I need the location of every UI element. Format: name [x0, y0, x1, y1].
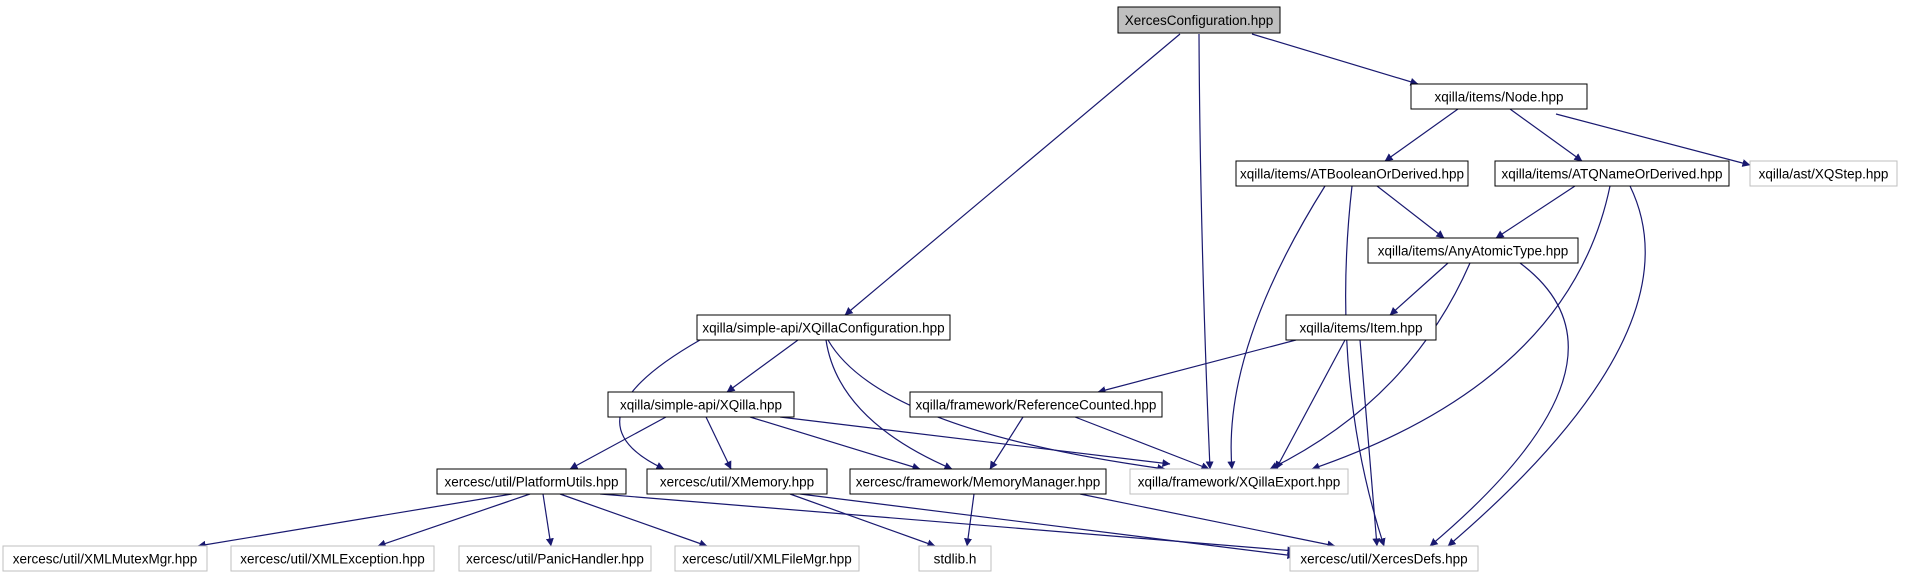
node-box-xqilla	[607, 391, 795, 418]
node-platformutils[interactable]: xercesc/util/PlatformUtils.hpp	[436, 468, 627, 495]
node-atqname[interactable]: xqilla/items/ATQNameOrDerived.hpp	[1494, 160, 1730, 187]
edge-platformutils-to-filemgr	[559, 493, 708, 548]
node-item[interactable]: xqilla/items/Item.hpp	[1285, 314, 1437, 341]
node-box-filemgr	[674, 545, 860, 572]
node-xmemory[interactable]: xercesc/util/XMemory.hpp	[646, 468, 828, 495]
node-xqconfig[interactable]: xqilla/simple-api/XQillaConfiguration.hp…	[696, 314, 951, 341]
edge-atqname-to-xercesdefs	[1447, 185, 1646, 547]
node-box-memmgr	[849, 468, 1107, 495]
node-box-xmemory	[646, 468, 828, 495]
node-xqexport: xqilla/framework/XQillaExport.hpp	[1129, 468, 1349, 495]
edge-xmemory-to-xercesdefs	[799, 493, 1296, 560]
edge-atbool-to-xqexport	[1227, 185, 1326, 470]
node-refcounted[interactable]: xqilla/framework/ReferenceCounted.hpp	[909, 391, 1163, 418]
node-box-xercesconfig	[1117, 6, 1281, 34]
edge-xqconfig-to-xqilla	[726, 339, 799, 393]
node-box-atbool	[1235, 160, 1469, 187]
node-box-xqexport	[1129, 468, 1349, 495]
edge-anyatomic-to-xqexport	[1269, 262, 1471, 470]
node-label-atqname: xqilla/items/ATQNameOrDerived.hpp	[1501, 167, 1722, 182]
edge-xercesconfig-to-xqexport	[1198, 33, 1214, 470]
edge-anyatomic-to-item	[1389, 262, 1449, 316]
node-box-xmlexception	[230, 545, 435, 572]
node-box-anyatomic	[1367, 237, 1579, 264]
node-label-mutexmgr: xercesc/util/XMLMutexMgr.hpp	[13, 552, 198, 567]
edge-atqname-to-xqexport	[1311, 185, 1611, 471]
edge-item-to-refcounted	[1097, 339, 1297, 394]
node-label-xqstep: xqilla/ast/XQStep.hpp	[1759, 167, 1889, 182]
node-label-xmlexception: xercesc/util/XMLException.hpp	[240, 552, 425, 567]
edge-refcounted-to-memmgr	[989, 416, 1024, 470]
node-xqilla[interactable]: xqilla/simple-api/XQilla.hpp	[607, 391, 795, 418]
edge-atbool-to-anyatomic	[1376, 185, 1445, 239]
node-label-item: xqilla/items/Item.hpp	[1299, 321, 1422, 336]
node-panichandler: xercesc/util/PanicHandler.hpp	[458, 545, 652, 572]
edge-memmgr-to-stdlib	[964, 493, 975, 547]
edge-node-to-atqname	[1509, 108, 1583, 162]
node-box-stdlib	[918, 545, 992, 572]
node-label-xercesdefs: xercesc/util/XercesDefs.hpp	[1300, 552, 1467, 567]
edge-xqilla-to-platformutils	[569, 416, 667, 470]
node-label-stdlib: stdlib.h	[934, 552, 977, 567]
edge-anyatomic-to-xercesdefs	[1429, 262, 1569, 547]
edge-platformutils-to-mutexmgr	[197, 493, 513, 549]
node-label-platformutils: xercesc/util/PlatformUtils.hpp	[444, 475, 618, 490]
node-filemgr: xercesc/util/XMLFileMgr.hpp	[674, 545, 860, 572]
node-xqstep: xqilla/ast/XQStep.hpp	[1749, 160, 1898, 187]
node-label-xmemory: xercesc/util/XMemory.hpp	[660, 475, 814, 490]
edge-xqconfig-to-memmgr	[825, 339, 953, 470]
edge-xmemory-to-stdlib	[789, 493, 936, 548]
node-label-anyatomic: xqilla/items/AnyAtomicType.hpp	[1378, 244, 1569, 259]
edge-refcounted-to-xqexport	[1074, 416, 1210, 470]
node-xercesdefs: xercesc/util/XercesDefs.hpp	[1289, 545, 1479, 572]
node-label-filemgr: xercesc/util/XMLFileMgr.hpp	[682, 552, 852, 567]
node-label-xqilla: xqilla/simple-api/XQilla.hpp	[620, 398, 782, 413]
node-box-node	[1410, 83, 1588, 110]
node-box-item	[1285, 314, 1437, 341]
edge-xqilla-to-memmgr	[749, 416, 921, 471]
node-mutexmgr: xercesc/util/XMLMutexMgr.hpp	[2, 545, 208, 572]
edge-memmgr-to-xercesdefs	[1079, 493, 1336, 549]
node-anyatomic[interactable]: xqilla/items/AnyAtomicType.hpp	[1367, 237, 1579, 264]
node-label-refcounted: xqilla/framework/ReferenceCounted.hpp	[916, 398, 1157, 413]
edge-platformutils-to-xmlexception	[377, 493, 531, 548]
node-xmlexception: xercesc/util/XMLException.hpp	[230, 545, 435, 572]
node-box-xercesdefs	[1289, 545, 1479, 572]
node-label-xercesconfig: XercesConfiguration.hpp	[1125, 13, 1274, 28]
node-atbool[interactable]: xqilla/items/ATBooleanOrDerived.hpp	[1235, 160, 1469, 187]
edge-xercesconfig-to-xqconfig	[844, 33, 1181, 316]
node-box-platformutils	[436, 468, 627, 495]
nodes-layer: XercesConfiguration.hpp xqilla/items/Node…	[2, 6, 1898, 572]
node-box-xqstep	[1749, 160, 1898, 187]
node-box-atqname	[1494, 160, 1730, 187]
edge-atqname-to-anyatomic	[1495, 185, 1576, 239]
edge-atbool-to-xercesdefs	[1345, 185, 1386, 547]
node-label-node: xqilla/items/Node.hpp	[1434, 90, 1563, 105]
edges-layer	[197, 33, 1751, 560]
node-box-panichandler	[458, 545, 652, 572]
edge-xqilla-to-xmemory	[705, 416, 732, 470]
edge-platformutils-to-panichandler	[542, 493, 554, 547]
node-label-panichandler: xercesc/util/PanicHandler.hpp	[466, 552, 644, 567]
edge-xercesconfig-to-node	[1251, 33, 1419, 86]
node-label-xqconfig: xqilla/simple-api/XQillaConfiguration.hp…	[702, 321, 944, 336]
edge-item-to-xercesdefs	[1359, 339, 1381, 547]
node-box-mutexmgr	[2, 545, 208, 572]
edge-item-to-xqexport	[1275, 339, 1346, 470]
edge-node-to-atbool	[1384, 108, 1459, 162]
edge-node-to-xqstep	[1555, 113, 1751, 167]
node-stdlib: stdlib.h	[918, 545, 992, 572]
node-node[interactable]: xqilla/items/Node.hpp	[1410, 83, 1588, 110]
node-memmgr[interactable]: xercesc/framework/MemoryManager.hpp	[849, 468, 1107, 495]
node-label-atbool: xqilla/items/ATBooleanOrDerived.hpp	[1240, 167, 1464, 182]
node-label-memmgr: xercesc/framework/MemoryManager.hpp	[856, 475, 1101, 490]
edge-xqilla-to-xqexport	[779, 416, 1171, 468]
node-xercesconfig[interactable]: XercesConfiguration.hpp	[1117, 6, 1281, 34]
node-label-xqexport: xqilla/framework/XQillaExport.hpp	[1138, 475, 1341, 490]
node-box-refcounted	[909, 391, 1163, 418]
node-box-xqconfig	[696, 314, 951, 341]
